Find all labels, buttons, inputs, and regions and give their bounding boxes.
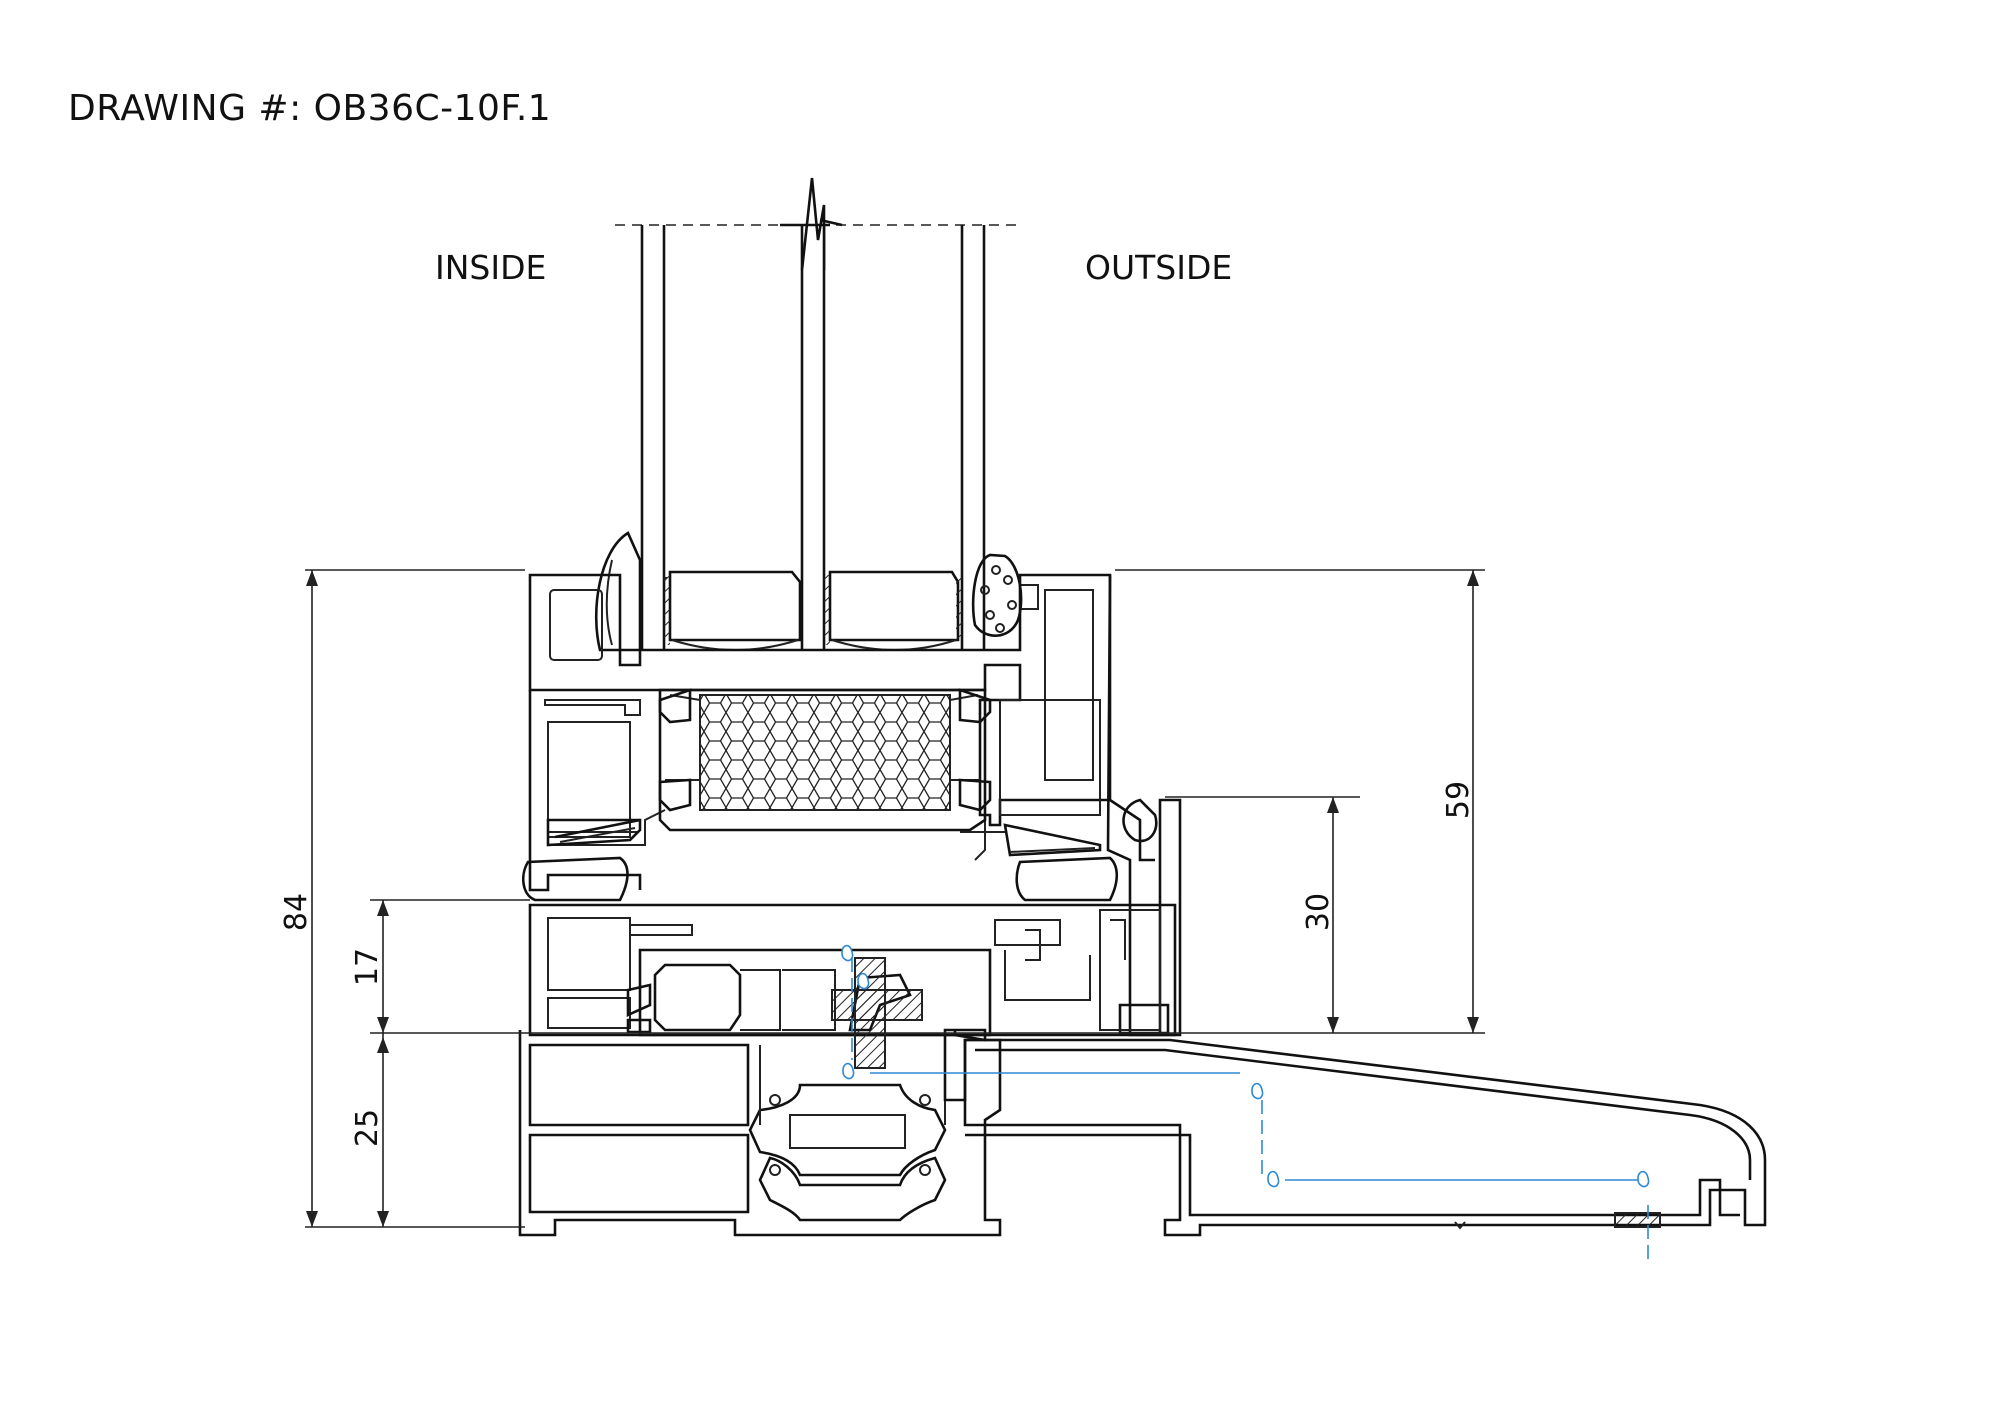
glass-unit [615,177,1020,651]
water-drop-icon [1267,1170,1280,1188]
dimension-59: 59 [1441,781,1476,819]
water-drop-icon [842,1062,855,1080]
sash-profile [521,573,1119,902]
outside-label: OUTSIDE [1085,248,1232,287]
water-drop-icon [1251,1082,1264,1100]
dimension-25: 25 [350,1109,385,1147]
drainage-path [841,944,1650,1260]
outer-frame [518,574,1767,1237]
dimension-30: 30 [1301,893,1336,931]
water-drop-icon [841,944,854,962]
dimension-17: 17 [350,948,385,986]
page-title: DRAWING #: OB36C-10F.1 [68,88,552,129]
dimension-84: 84 [279,893,314,931]
water-drop-icon [1637,1170,1650,1188]
glazing-bead [594,531,1039,652]
dimension-lines: 84 17 25 30 59 [279,569,1485,1228]
water-drop-icon [857,972,870,990]
inside-label: INSIDE [435,248,546,287]
